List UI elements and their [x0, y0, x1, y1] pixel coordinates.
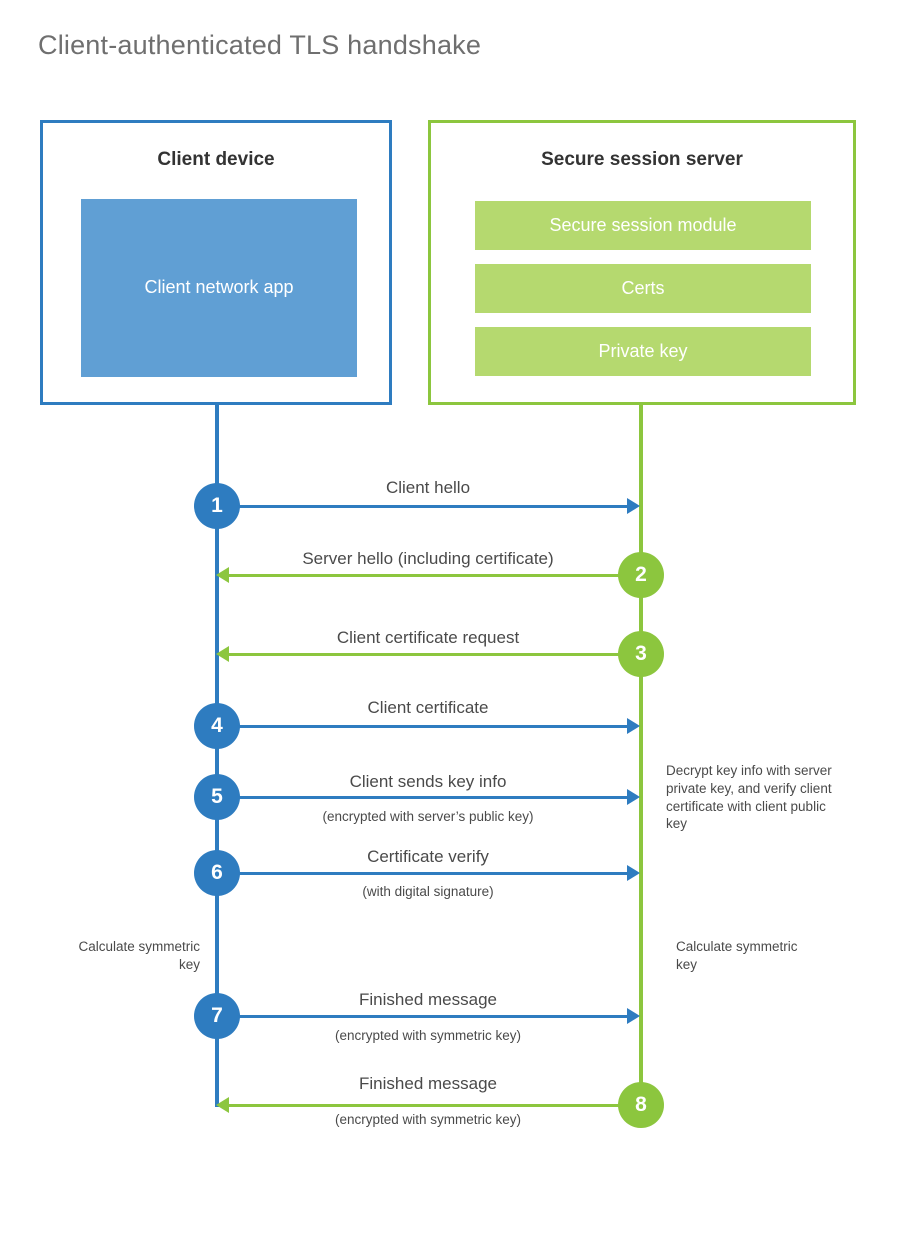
step-2-label: Server hello (including certificate) — [302, 549, 554, 568]
server-calculate-symmetric-key-note: Calculate symmetric key — [676, 939, 798, 972]
secure-session-server-title: Secure session server — [541, 149, 743, 170]
step-1-label: Client hello — [385, 478, 471, 497]
step-badge-1[interactable]: 1 — [194, 483, 240, 529]
step-3-arrow-line — [229, 653, 639, 656]
client-device-box: Client device Client network app — [40, 120, 392, 405]
step-7-label: Finished message — [359, 990, 497, 1009]
step-7-arrow-line — [217, 1015, 627, 1018]
step-badge-3[interactable]: 3 — [618, 631, 664, 677]
step-7-sublabel: (encrypted with symmetric key) — [334, 1028, 522, 1043]
step-5-sublabel: (encrypted with server’s public key) — [322, 809, 534, 824]
secure-session-server-box: Secure session server Secure session mod… — [428, 120, 856, 405]
step-8-sublabel: (encrypted with symmetric key) — [334, 1112, 522, 1127]
step-8-arrow-line — [229, 1104, 639, 1107]
step-badge-7[interactable]: 7 — [194, 993, 240, 1039]
step-4-label: Client certificate — [367, 698, 489, 717]
step-badge-2[interactable]: 2 — [618, 552, 664, 598]
step-6-arrow-line — [217, 872, 627, 875]
client-device-title: Client device — [157, 149, 275, 170]
step-3-label: Client certificate request — [336, 628, 520, 647]
step-6-arrow-head-icon — [627, 865, 640, 881]
step-badge-8[interactable]: 8 — [618, 1082, 664, 1128]
step-6-sublabel: (with digital signature) — [362, 884, 494, 899]
client-calculate-symmetric-key-note: Calculate symmetric key — [78, 939, 200, 972]
step-4-arrow-line — [217, 725, 627, 728]
step-2-arrow-line — [229, 574, 639, 577]
step-6-label: Certificate verify — [367, 847, 489, 866]
step-5-arrow-head-icon — [627, 789, 640, 805]
step-2-arrow-head-icon — [216, 567, 229, 583]
step-3-arrow-head-icon — [216, 646, 229, 662]
client-network-app-block: Client network app — [81, 199, 357, 377]
step-1-arrow-line — [217, 505, 627, 508]
step-7-arrow-head-icon — [627, 1008, 640, 1024]
step-1-arrow-head-icon — [627, 498, 640, 514]
server-module-secure-session-module: Secure session module — [475, 201, 811, 250]
server-module-private-key: Private key — [475, 327, 811, 376]
step-8-arrow-head-icon — [216, 1097, 229, 1113]
step-8-label: Finished message — [359, 1074, 497, 1093]
step-5-label: Client sends key info — [349, 772, 507, 791]
server-module-certs: Certs — [475, 264, 811, 313]
client-lifeline — [215, 405, 219, 1107]
step-5-arrow-line — [217, 796, 627, 799]
step-badge-6[interactable]: 6 — [194, 850, 240, 896]
step-4-arrow-head-icon — [627, 718, 640, 734]
server-decrypt-note: Decrypt key info with server private key… — [666, 763, 832, 832]
step-badge-4[interactable]: 4 — [194, 703, 240, 749]
server-lifeline — [639, 405, 643, 1107]
step-badge-5[interactable]: 5 — [194, 774, 240, 820]
page-title: Client-authenticated TLS handshake — [38, 30, 482, 60]
